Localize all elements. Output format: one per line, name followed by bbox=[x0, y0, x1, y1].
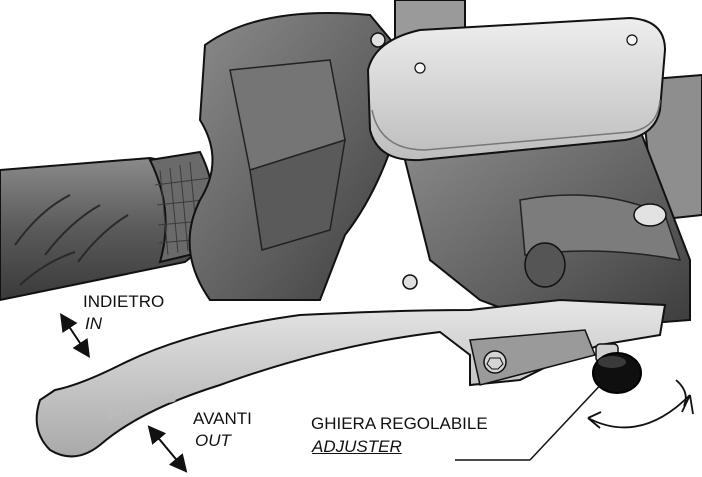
master-cylinder bbox=[398, 128, 691, 332]
rotation-arrow bbox=[587, 379, 694, 429]
out-arrow bbox=[147, 425, 188, 473]
reservoir-cap bbox=[366, 16, 667, 162]
out-label-italian: AVANTI bbox=[193, 409, 252, 428]
in-label-english: IN bbox=[85, 314, 102, 333]
in-label-italian: INDIETRO bbox=[83, 292, 165, 311]
handlebar-grip bbox=[0, 150, 216, 302]
out-label-english: OUT bbox=[195, 431, 231, 450]
adjuster-knob bbox=[592, 343, 642, 394]
switch-housing bbox=[188, 12, 402, 301]
adjuster-label-italian: GHIERA REGOLABILE bbox=[311, 414, 488, 433]
adjuster-label-english: ADJUSTER bbox=[312, 437, 402, 456]
in-arrow bbox=[60, 313, 90, 358]
brake-lever: 3D PROFILE bbox=[35, 298, 667, 458]
adjuster-leader-line-diagonal bbox=[529, 377, 608, 461]
